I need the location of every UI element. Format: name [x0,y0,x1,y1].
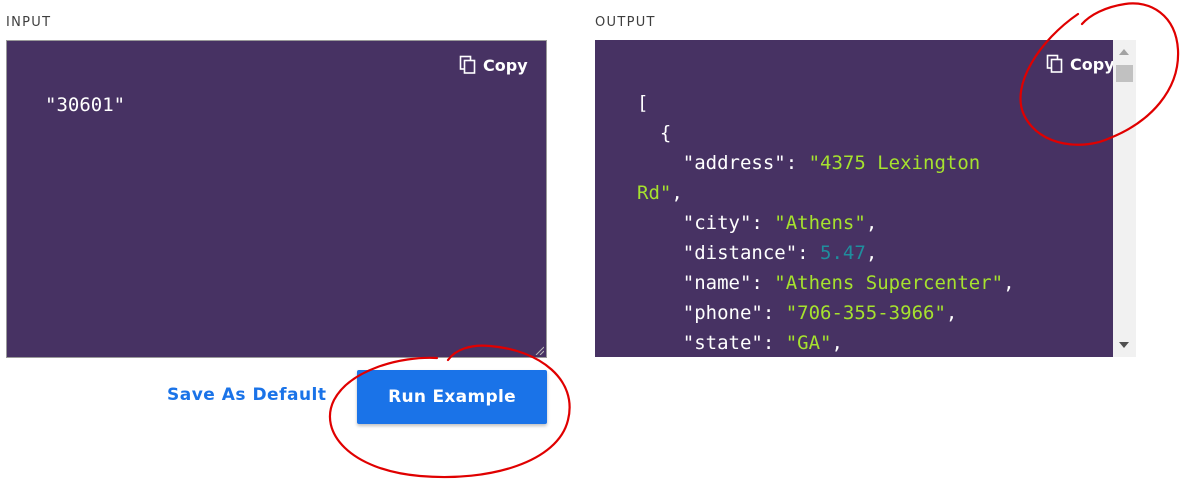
input-copy-label: Copy [483,55,528,75]
code-line: "city": "Athens", [637,208,1015,238]
code-token: "Athens Supercenter" [774,272,1004,294]
code-token: "address" [682,152,786,174]
code-token: , [865,212,878,234]
code-token: : [797,242,821,264]
code-token: "distance" [682,242,798,264]
scroll-up-arrow-icon[interactable] [1119,49,1129,55]
code-token: "Athens" [774,212,866,234]
code-line: "name": "Athens Supercenter", [637,268,1015,298]
code-token: , [1003,272,1015,294]
output-copy-button[interactable]: Copy [1046,54,1113,74]
code-token: "name" [682,272,752,294]
code-token: : [785,152,809,174]
code-token: { [659,122,672,144]
input-section-label: INPUT [6,15,52,30]
code-line: "distance": 5.47, [637,238,1015,268]
code-line: [ [637,88,1015,118]
code-token: : [751,212,775,234]
code-token: Rd" [637,182,672,204]
code-line: "phone": "706-355-3966", [637,298,1015,328]
output-section-label: OUTPUT [595,15,656,30]
code-token: "phone" [682,302,763,324]
copy-icon [459,55,477,75]
code-token: "GA" [785,332,832,354]
code-token: "4375 Lexington [808,152,981,174]
code-line: "state": "GA", [637,328,1015,357]
code-token: "state" [682,332,763,354]
code-token: [ [637,92,649,114]
code-line: Rd", [637,178,1015,208]
code-token: , [945,302,958,324]
code-token: "city" [682,212,752,234]
output-scrollbar[interactable] [1113,40,1136,357]
code-token: "706-355-3966" [785,302,946,324]
code-line: "address": "4375 Lexington [637,148,1015,178]
scroll-down-arrow-icon[interactable] [1119,342,1129,348]
code-token: , [831,332,843,354]
save-as-default-link[interactable]: Save As Default [167,385,327,405]
resize-grip-icon[interactable] [534,345,544,355]
run-example-button[interactable]: Run Example [357,370,547,424]
code-token: , [865,242,878,264]
copy-icon [1046,54,1064,74]
code-token: : [762,332,786,354]
output-copy-label: Copy [1070,54,1113,74]
code-line: { [637,118,1015,148]
code-token: : [762,302,786,324]
code-token: 5.47 [820,242,866,264]
code-token: , [671,182,683,204]
input-editor[interactable]: Copy "30601" [6,40,547,358]
input-copy-button[interactable]: Copy [459,55,528,75]
input-code[interactable]: "30601" [45,94,126,116]
code-token: : [751,272,775,294]
scrollbar-thumb[interactable] [1116,65,1133,82]
